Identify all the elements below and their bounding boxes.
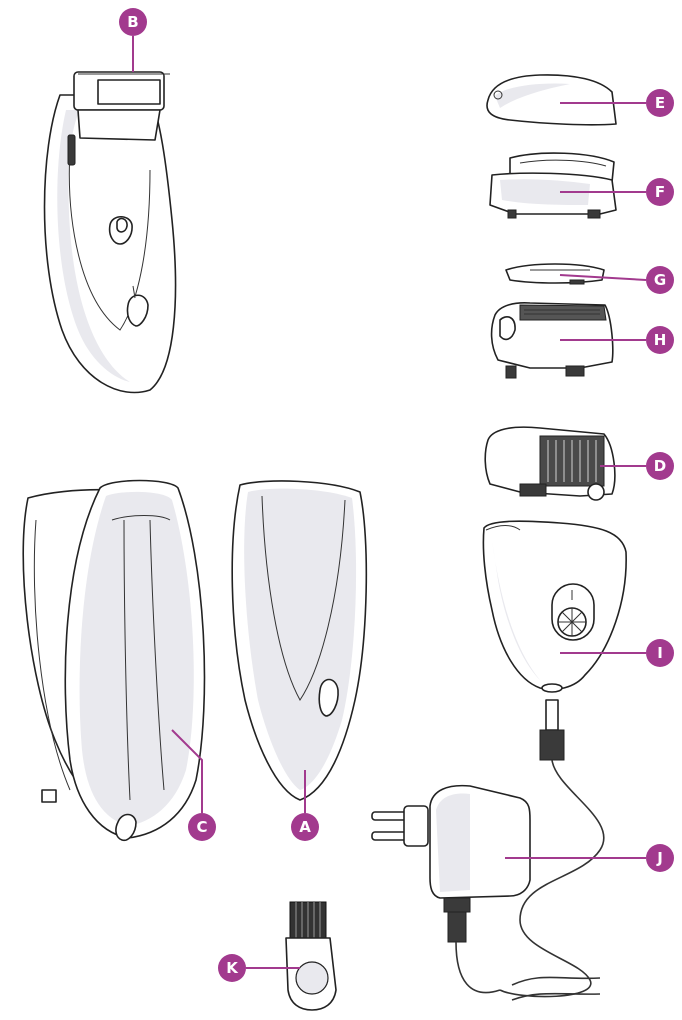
callout-label-a: A	[299, 818, 311, 836]
callout-badge-e	[646, 89, 674, 117]
main-body	[482, 520, 627, 693]
callout-line-c	[171, 729, 203, 813]
shaving-head	[490, 302, 614, 379]
callout-badge-j	[646, 844, 674, 872]
case-cover	[231, 480, 368, 801]
callout-badge-h	[646, 326, 674, 354]
callout-label-h: H	[654, 331, 667, 349]
callout-badge-i	[646, 639, 674, 667]
cap	[486, 74, 617, 126]
callout-label-e: E	[655, 94, 665, 112]
callout-badge-c	[188, 813, 216, 841]
callout-badge-d	[646, 452, 674, 480]
callout-labels: B E F G H D I J C A K	[119, 8, 674, 982]
callout-line-g	[559, 274, 647, 281]
callout-badge-f	[646, 178, 674, 206]
callout-label-c: C	[196, 818, 207, 836]
callout-label-d: D	[654, 457, 666, 475]
callout-label-g: G	[654, 271, 666, 289]
callout-label-b: B	[127, 13, 138, 31]
callout-badge-k	[218, 954, 246, 982]
callout-label-j: J	[656, 849, 663, 867]
frame	[489, 152, 617, 219]
callout-badge-g	[646, 266, 674, 294]
shaving-foil	[505, 263, 605, 285]
travel-case-open	[22, 479, 206, 842]
cleaning-brush	[285, 901, 337, 1011]
assembled-shaver	[43, 71, 177, 394]
callout-label-f: F	[655, 183, 665, 201]
callout-label-i: I	[657, 644, 663, 662]
callout-label-k: K	[226, 959, 239, 977]
callout-badge-a	[291, 813, 319, 841]
callout-badge-b	[119, 8, 147, 36]
epilation-head	[484, 426, 616, 501]
power-adapter	[371, 699, 605, 1001]
